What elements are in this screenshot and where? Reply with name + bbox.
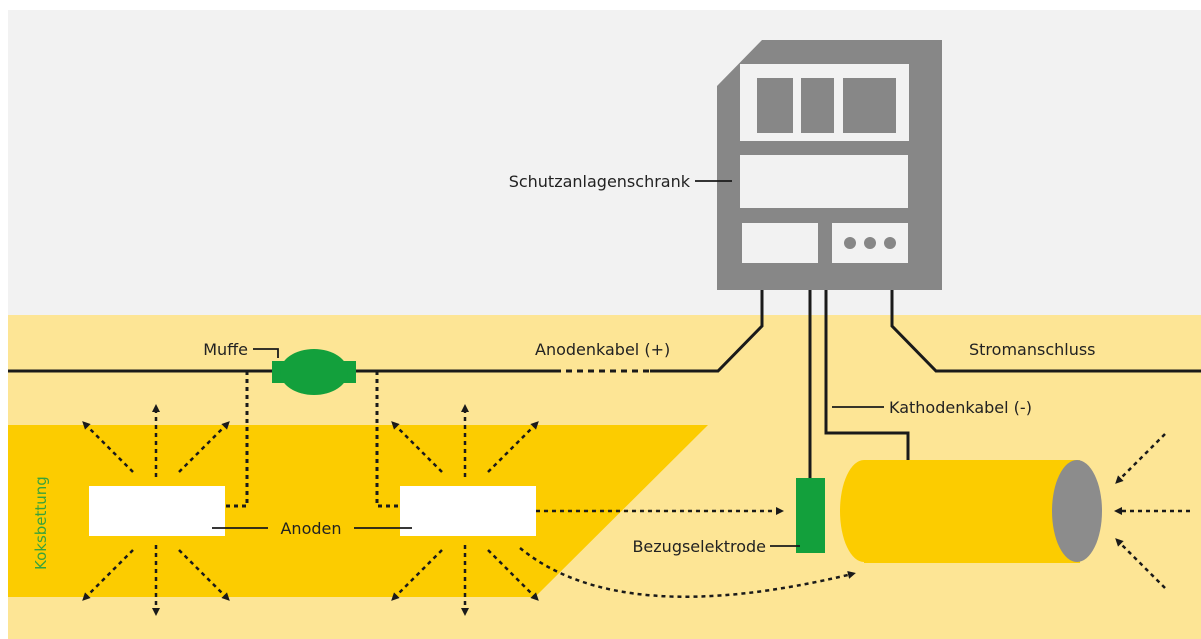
- anodes-label: Anoden: [280, 519, 341, 538]
- cathode-cable-label: Kathodenkabel (-): [889, 398, 1032, 417]
- sky-area: [8, 10, 1201, 315]
- anode-left: [89, 486, 225, 536]
- sleeve-label: Muffe: [203, 340, 248, 359]
- anode-right: [400, 486, 536, 536]
- coke-bed-label: Koksbettung: [32, 476, 50, 570]
- reference-electrode: [796, 478, 825, 553]
- cabinet-label: Schutzanlagenschrank: [509, 172, 691, 191]
- reference-electrode-label: Bezugselektrode: [632, 537, 766, 556]
- coke-bed: [8, 425, 708, 597]
- cathode-cable: [824, 290, 910, 460]
- power-label: Stromanschluss: [969, 340, 1096, 359]
- protection-cabinet: [717, 40, 942, 290]
- current-arrows-pipe: [1114, 433, 1190, 589]
- anode-cable-label: Anodenkabel (+): [535, 340, 670, 359]
- pipeline: [840, 460, 1102, 563]
- current-arrows-right: [391, 404, 856, 616]
- current-arrows-left: [82, 404, 230, 616]
- sleeve: [272, 349, 356, 395]
- power-cable: [890, 290, 1201, 373]
